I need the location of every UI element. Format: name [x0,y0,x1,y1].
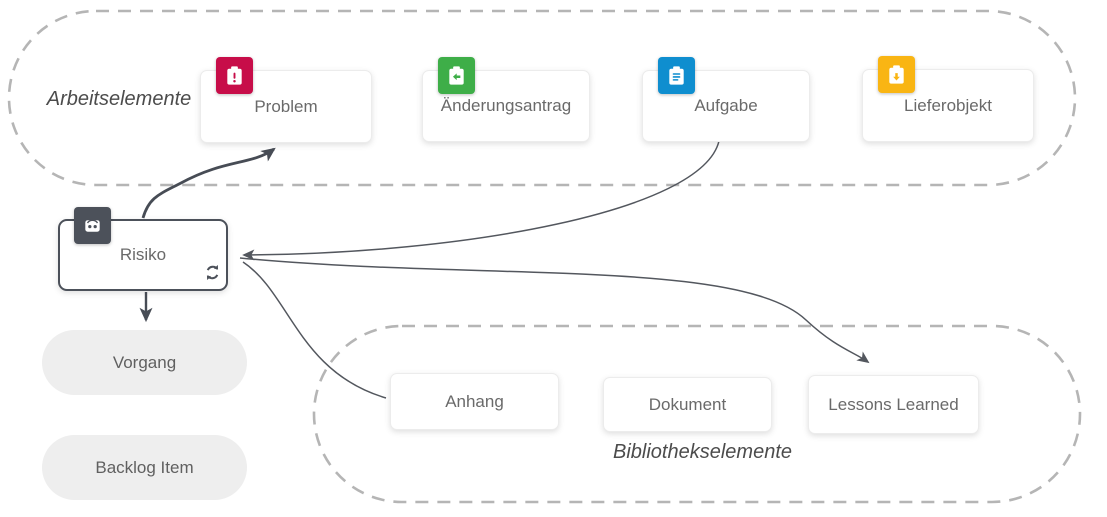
node-dokument-label: Dokument [648,394,727,414]
edge-risiko-problem [141,147,276,219]
sync-icon [203,263,222,287]
work-items-group-label: Arbeitselemente [46,88,192,110]
library-items-group-label: Bibliothekselemente [613,441,792,463]
node-aufgabe[interactable]: Aufgabe [642,57,810,142]
node-problem[interactable]: Problem [200,57,372,143]
node-anhang-label: Anhang [445,391,504,411]
node-aenderungsantrag-label: Änderungsantrag [440,96,572,115]
node-lieferobjekt-label: Lieferobjekt [904,95,992,115]
edge-risiko-lessons-learned [239,257,870,364]
node-aenderungsantrag[interactable]: Änderungsantrag [422,57,590,142]
node-aufgabe-label: Aufgabe [694,96,758,115]
node-problem-label: Problem [254,96,318,116]
node-risiko[interactable]: Risiko [58,207,228,291]
risk-mask-icon [74,207,111,244]
node-risiko-label: Risiko [119,245,167,264]
node-backlog-item-label: Backlog Item [95,457,194,477]
edge-risiko-anhang [242,261,387,399]
node-lieferobjekt[interactable]: Lieferobjekt [862,56,1034,142]
edge-aufgabe-risiko [242,140,720,261]
clipboard-list-icon [658,57,695,94]
node-lessons-learned[interactable]: Lessons Learned [808,375,979,434]
node-lessons-learned-label: Lessons Learned [828,394,959,414]
node-anhang[interactable]: Anhang [390,373,559,430]
node-vorgang[interactable]: Vorgang [42,330,247,395]
clipboard-arrow-down-icon [878,56,915,93]
clipboard-exclamation-icon [216,57,253,94]
clipboard-arrow-left-icon [438,57,475,94]
node-dokument[interactable]: Dokument [603,377,772,432]
node-vorgang-label: Vorgang [112,352,177,372]
node-backlog-item[interactable]: Backlog Item [42,435,247,500]
